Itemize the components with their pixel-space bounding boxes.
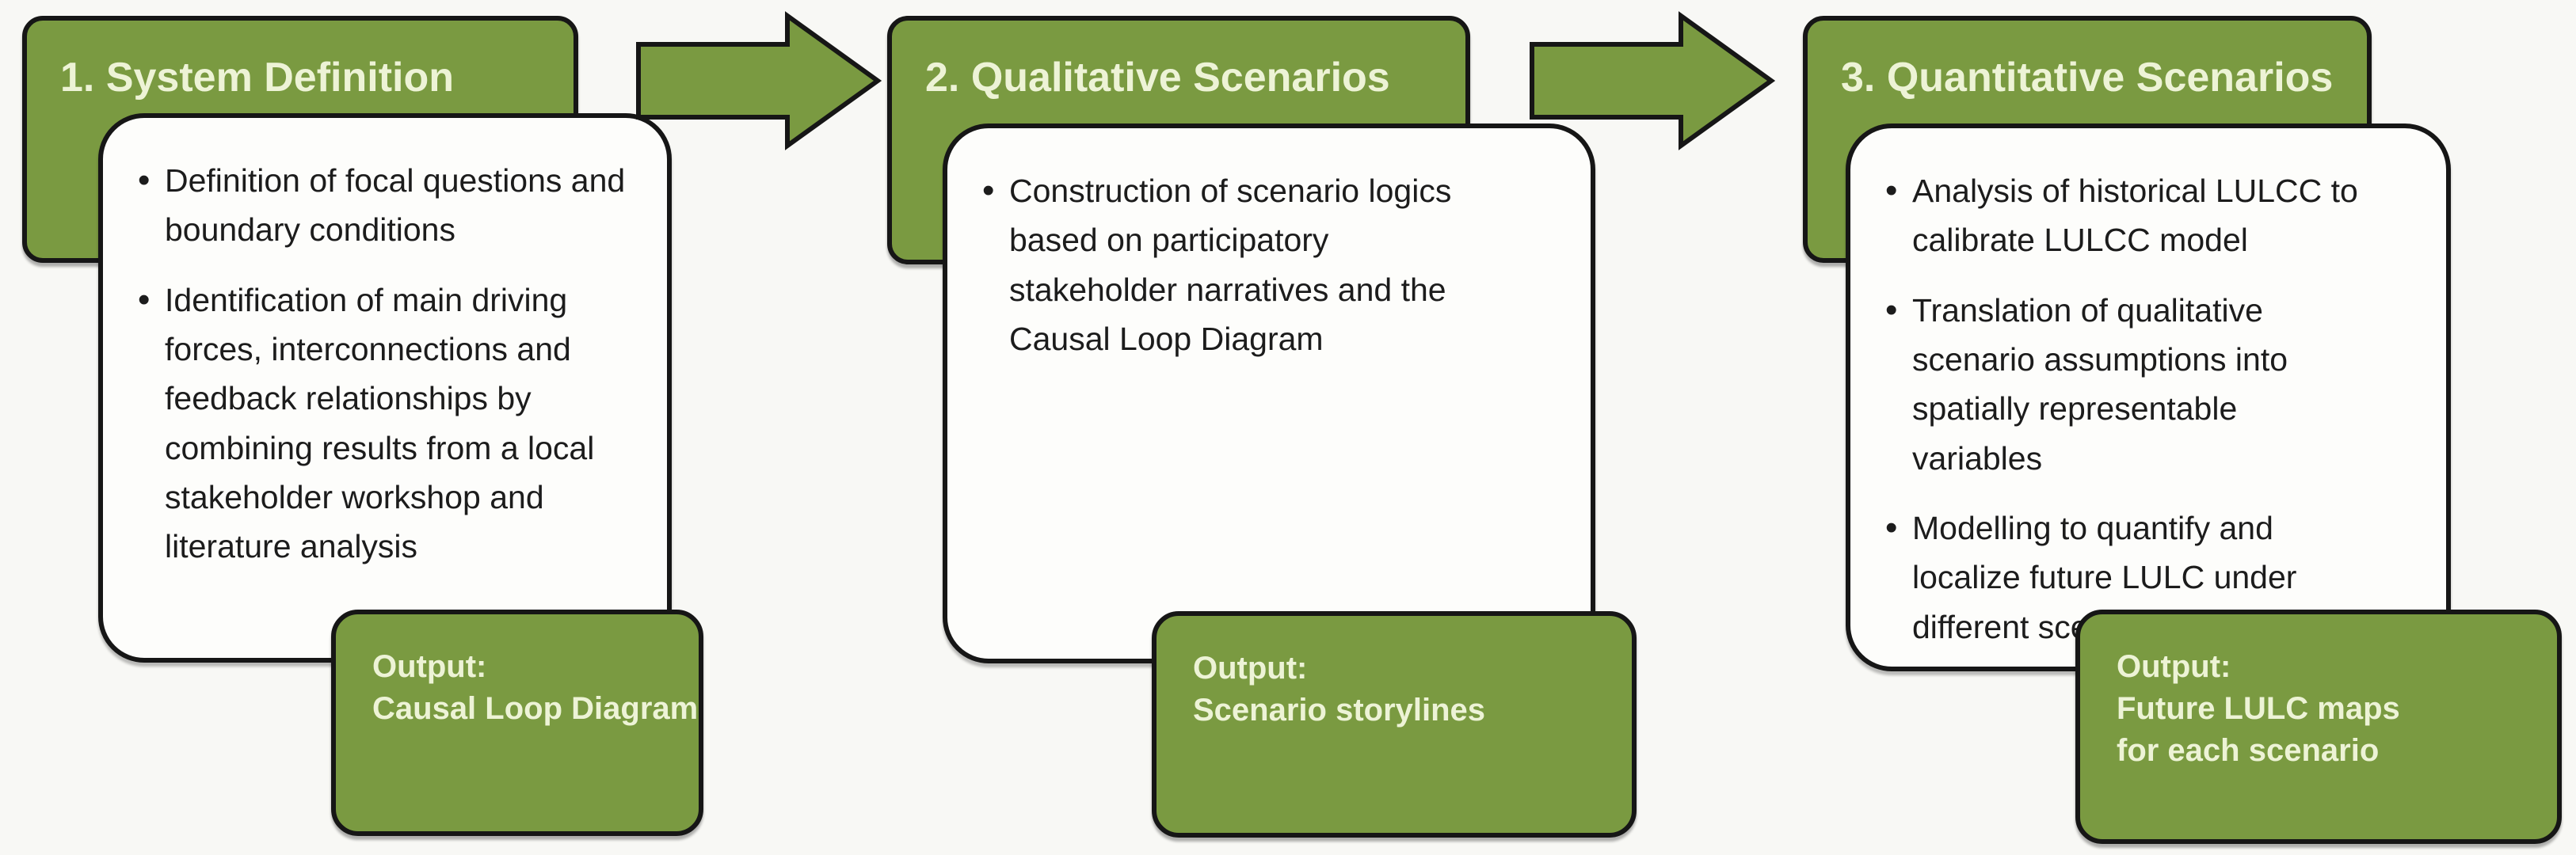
output-label: Output: — [1193, 651, 1308, 686]
output-line: Scenario storylines — [1193, 692, 1486, 728]
step-1-body: Definition of focal questions and bounda… — [98, 113, 672, 663]
flow-arrow-icon — [1530, 11, 1776, 150]
bullet-item: Construction of scenario logics based on… — [974, 165, 1469, 363]
step-2-output: Output: Scenario storylines — [1152, 611, 1637, 838]
output-label: Output: — [2117, 649, 2231, 684]
step-1-output: Output: Causal Loop Diagram — [331, 610, 703, 836]
bullet-item: Analysis of historical LULCC to calibrat… — [1877, 165, 2372, 265]
step-1-bullet-list: Definition of focal questions and bounda… — [103, 118, 667, 572]
step-2-title: 2. Qualitative Scenarios — [925, 55, 1390, 101]
step-3-title: 3. Quantitative Scenarios — [1841, 55, 2334, 101]
output-label: Output: — [372, 649, 487, 684]
step-3-bullet-list: Analysis of historical LULCC to calibrat… — [1850, 128, 2446, 652]
step-2-body: Construction of scenario logics based on… — [943, 124, 1595, 663]
bullet-item: Translation of qualitative scenario assu… — [1877, 284, 2372, 483]
output-line: Causal Loop Diagram — [372, 690, 699, 726]
output-line: for each scenario — [2117, 732, 2380, 768]
bullet-item: Definition of focal questions and bounda… — [130, 154, 632, 255]
step-2-bullet-list: Construction of scenario logics based on… — [947, 128, 1591, 363]
step-1-title: 1. System Definition — [60, 55, 454, 101]
step-3-output: Output: Future LULC maps for each scenar… — [2075, 610, 2562, 844]
step-3-body: Analysis of historical LULCC to calibrat… — [1846, 124, 2451, 671]
output-line: Future LULC maps — [2117, 690, 2400, 726]
bullet-item: Identification of main driving forces, i… — [130, 274, 632, 572]
flow-arrow-icon — [636, 11, 882, 150]
